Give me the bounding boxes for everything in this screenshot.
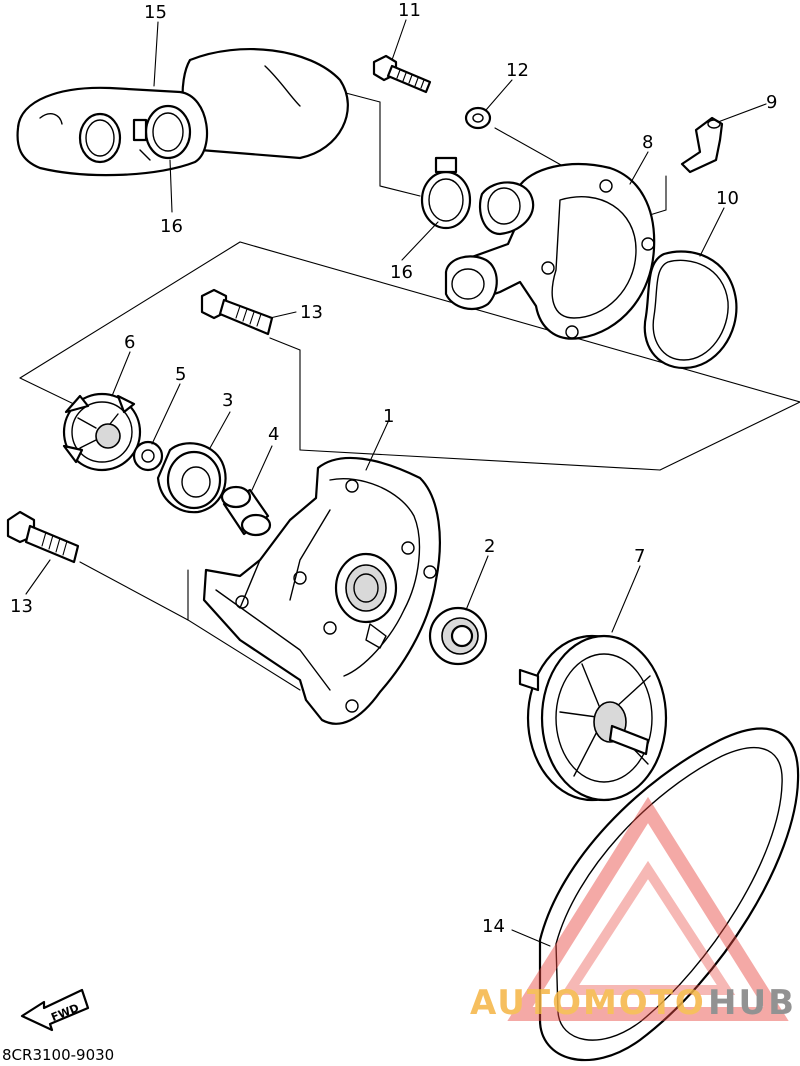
leader-lines (25, 19, 767, 947)
part-5-washer (132, 440, 164, 472)
part-1-pump-housing (202, 456, 441, 725)
part-14-v-belt (538, 727, 800, 1062)
part-11-bolt (372, 54, 432, 94)
callout-8: 8 (642, 132, 653, 153)
part-4-bushing (220, 485, 272, 537)
callout-15: 15 (144, 2, 167, 23)
callout-10: 10 (716, 188, 739, 209)
part-8-pump-cover (444, 162, 656, 340)
callout-3: 3 (222, 390, 233, 411)
watermark-triangle (507, 796, 789, 1021)
part-16-clamp-upper (132, 104, 192, 161)
watermark-inner-triangle (560, 860, 736, 995)
callout-12: 12 (506, 60, 529, 81)
watermark-text-part2: HUB (708, 983, 796, 1023)
part-13-bolt-upper (200, 288, 274, 336)
part-2-bearing (428, 606, 488, 666)
diagram-code: 8CR3100-9030 (2, 1046, 114, 1064)
callout-1: 1 (383, 406, 394, 427)
callout-11: 11 (398, 0, 421, 21)
callout-labels: 1 2 3 4 5 6 7 8 9 10 11 12 13 13 14 15 1… (10, 0, 777, 937)
part-10-gasket (643, 250, 738, 370)
callout-5: 5 (175, 364, 186, 385)
part-6-impeller (62, 392, 142, 472)
callout-7: 7 (634, 546, 645, 567)
part-3-mechanical-seal (156, 442, 227, 514)
watermark-logo: AUTOMOTO HUB (470, 796, 796, 1023)
callout-13-lower: 13 (10, 596, 33, 617)
part-7-pulley (518, 634, 668, 802)
callout-4: 4 (268, 424, 279, 445)
fwd-arrow: FWD (20, 988, 90, 1032)
callout-14: 14 (482, 916, 505, 937)
watermark-text-part1: AUTOMOTO (470, 983, 706, 1023)
callout-9: 9 (766, 92, 777, 113)
callout-6: 6 (124, 332, 135, 353)
callout-16-lower: 16 (390, 262, 413, 283)
callout-16-upper: 16 (160, 216, 183, 237)
part-9-fitting (680, 116, 724, 174)
callout-2: 2 (484, 536, 495, 557)
part-12-washer (464, 106, 492, 130)
part-13-bolt-lower (6, 510, 80, 564)
part-16-clamp-lower (420, 156, 472, 230)
callout-13-upper: 13 (300, 302, 323, 323)
